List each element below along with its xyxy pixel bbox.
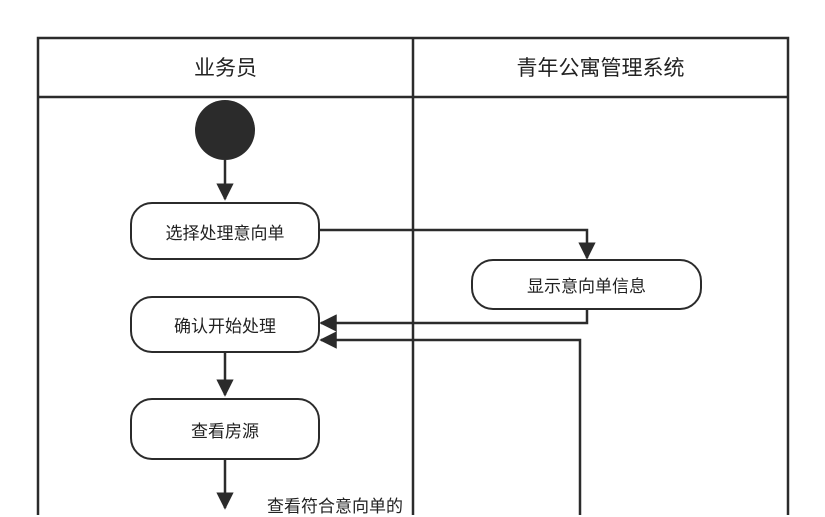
swimlane-frame xyxy=(36,36,790,515)
action-select-intention: 选择处理意向单 xyxy=(130,202,320,260)
edge-select-to-show-info xyxy=(320,228,596,260)
lane-title-salesperson: 业务员 xyxy=(194,56,257,80)
start-node xyxy=(195,100,255,160)
lane-title-system: 青年公寓管理系统 xyxy=(516,56,685,80)
action-view-houses: 查看房源 xyxy=(130,398,320,460)
edge-return-to-confirm xyxy=(319,331,582,515)
action-confirm-start: 确认开始处理 xyxy=(130,296,320,353)
edge-show-info-to-confirm xyxy=(319,310,589,332)
partial-guard-label: 查看符合意向单的 xyxy=(267,497,403,517)
action-show-intention-info: 显示意向单信息 xyxy=(471,259,702,310)
